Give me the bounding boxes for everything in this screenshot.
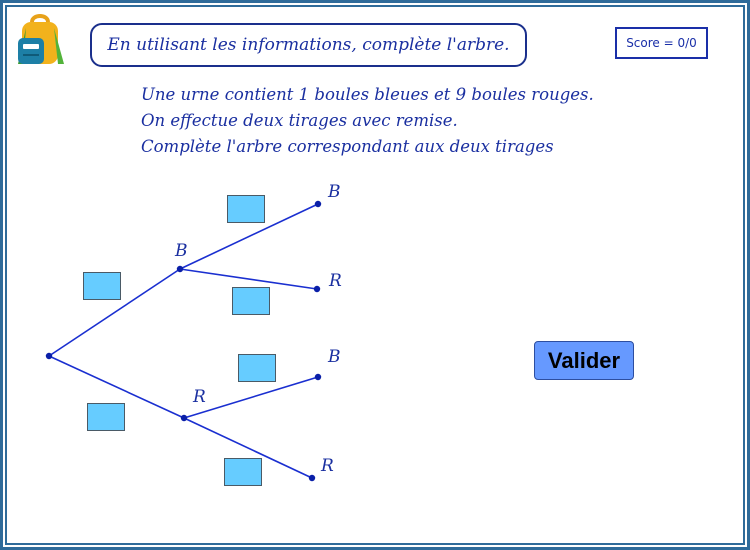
answer-box-b-r[interactable] [232, 287, 270, 315]
node-rb [314, 373, 322, 381]
node-r [180, 414, 188, 422]
branch-b-r [179, 268, 318, 290]
problem-statement: Une urne contient 1 boules bleues et 9 b… [141, 82, 594, 160]
node-rr [308, 474, 316, 482]
statement-line-1: Une urne contient 1 boules bleues et 9 b… [141, 85, 594, 104]
label-second-rr: R [321, 456, 334, 476]
branch-root-b [48, 268, 181, 357]
answer-box-root-r[interactable] [87, 403, 125, 431]
node-b [176, 265, 184, 273]
statement-line-2: On effectue deux tirages avec remise. [141, 111, 458, 130]
branch-root-r [48, 355, 185, 419]
backpack-icon [18, 14, 64, 64]
node-bb [314, 200, 322, 208]
answer-box-b-b[interactable] [227, 195, 265, 223]
validate-button[interactable]: Valider [534, 341, 634, 380]
statement-line-3: Complète l'arbre correspondant aux deux … [141, 137, 554, 156]
answer-box-r-r[interactable] [224, 458, 262, 486]
label-first-b: B [175, 241, 188, 261]
score-display: Score = 0/0 [615, 27, 708, 59]
branch-b-b [179, 203, 319, 270]
node-root [45, 352, 53, 360]
node-br [313, 285, 321, 293]
answer-box-root-b[interactable] [83, 272, 121, 300]
answer-box-r-b[interactable] [238, 354, 276, 382]
instruction-box: En utilisant les informations, complète … [90, 23, 527, 67]
branch-r-r [183, 417, 313, 479]
label-second-rb: B [328, 347, 341, 367]
label-first-r: R [193, 387, 206, 407]
label-second-bb: B [328, 182, 341, 202]
label-second-br: R [329, 271, 342, 291]
branch-r-b [183, 376, 319, 419]
